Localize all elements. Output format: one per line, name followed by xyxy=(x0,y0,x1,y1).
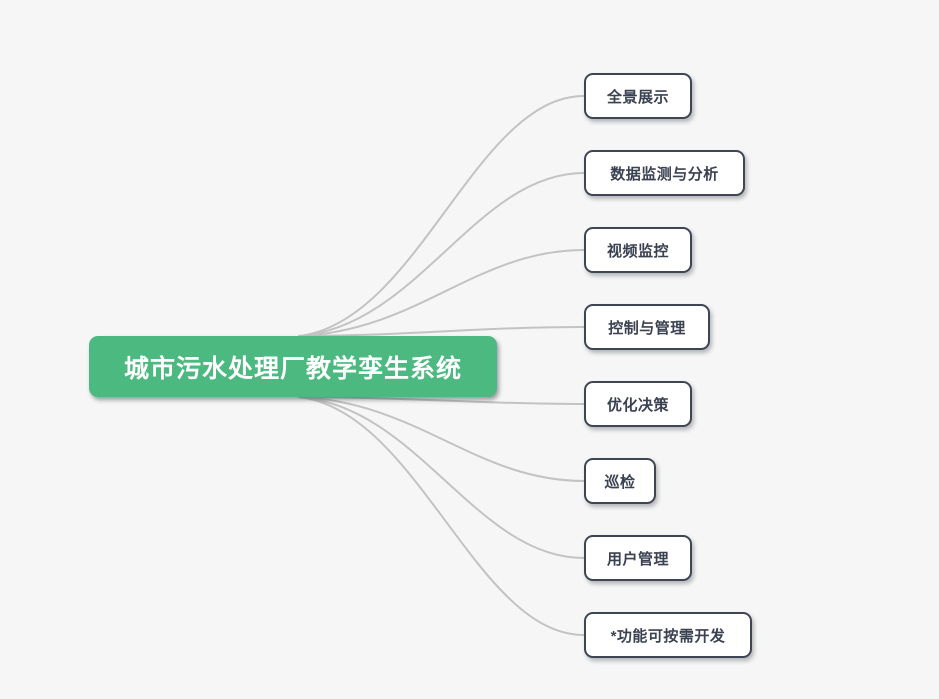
child-node-label: 巡检 xyxy=(604,473,636,491)
root-node-label: 城市污水处理厂教学孪生系统 xyxy=(123,354,462,383)
edge-to-child-0 xyxy=(298,95,585,337)
root-node[interactable]: 城市污水处理厂教学孪生系统 xyxy=(89,336,497,397)
child-node-label: 用户管理 xyxy=(606,550,669,568)
child-node[interactable]: 数据监测与分析 xyxy=(584,150,745,196)
child-node[interactable]: *功能可按需开发 xyxy=(584,612,752,658)
edge-to-child-7 xyxy=(298,396,585,636)
child-node[interactable]: 全景展示 xyxy=(584,73,692,119)
child-node[interactable]: 巡检 xyxy=(584,458,656,504)
child-node[interactable]: 用户管理 xyxy=(584,535,692,581)
child-node[interactable]: 优化决策 xyxy=(584,381,692,427)
edge-to-child-2 xyxy=(298,249,585,337)
child-node-label: *功能可按需开发 xyxy=(610,627,726,645)
child-node[interactable]: 视频监控 xyxy=(584,227,692,273)
child-node-label: 控制与管理 xyxy=(608,319,686,337)
child-node-label: 全景展示 xyxy=(606,88,669,106)
edge-to-child-3 xyxy=(298,326,585,337)
edge-to-child-5 xyxy=(298,396,585,482)
child-node[interactable]: 控制与管理 xyxy=(584,304,710,350)
edge-to-child-4 xyxy=(298,396,585,405)
child-node-label: 优化决策 xyxy=(606,396,669,414)
child-node-label: 数据监测与分析 xyxy=(610,165,719,183)
edge-to-child-6 xyxy=(298,396,585,559)
edge-to-child-1 xyxy=(298,172,585,337)
child-node-label: 视频监控 xyxy=(606,242,669,260)
